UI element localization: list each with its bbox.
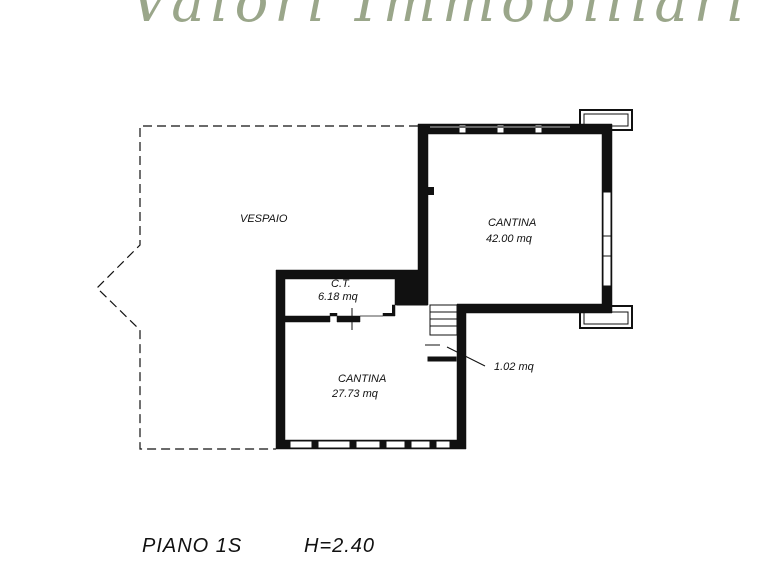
- room-label-cantina-1: CANTINA: [488, 217, 537, 229]
- stair-area-annotation: 1.02 mq: [494, 361, 534, 373]
- room-area-cantina-1: 42.00 mq: [486, 233, 532, 245]
- room-label-vespaio: VESPAIO: [240, 213, 288, 225]
- stairs: [396, 276, 486, 367]
- floor-label: PIANO 1S: [142, 535, 243, 557]
- vespaio-outline: [96, 125, 418, 450]
- room-label-ct: C.T.: [331, 278, 351, 290]
- pillars: [579, 109, 633, 329]
- room-area-ct: 6.18 mq: [318, 291, 358, 303]
- room-area-cantina-2: 27.73 mq: [332, 388, 378, 400]
- room-label-cantina-2: CANTINA: [338, 373, 387, 385]
- height-label: H=2.40: [304, 535, 376, 557]
- windows-top: [430, 124, 570, 134]
- windows-bottom: [289, 440, 451, 449]
